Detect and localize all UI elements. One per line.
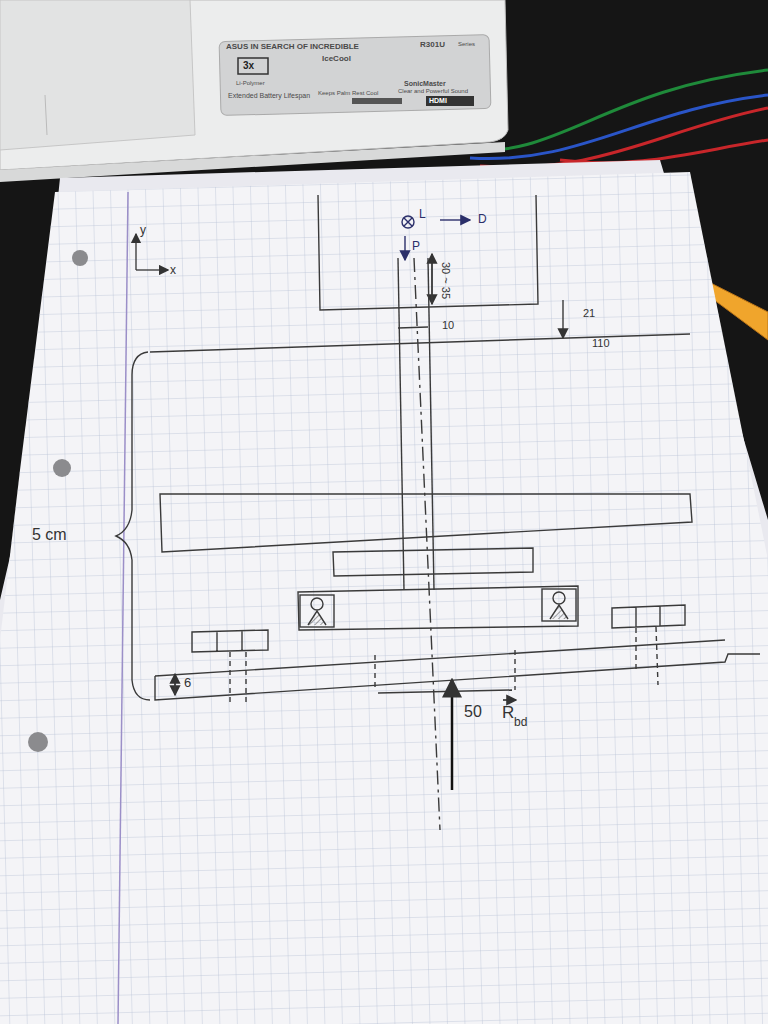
model-text: R301U [420, 41, 445, 49]
sticker-text: Clear and Powerful Sound [398, 88, 468, 94]
sticker-text: Keeps Palm Rest Cool [318, 90, 378, 96]
vector-subscript: bd [514, 716, 527, 728]
axis-label: y [140, 224, 146, 236]
sticker-text: Extended Battery Lifespan [228, 92, 310, 99]
dimension: 10 [442, 320, 454, 331]
dimension: 6 [184, 676, 191, 689]
direction-label: D [478, 213, 487, 225]
sticker-text: IceCool [322, 55, 351, 63]
sticker-text: 3x [243, 61, 254, 71]
model-text: Series [458, 41, 475, 47]
dimension: 5 cm [32, 527, 67, 543]
sticker-text: SonicMaster [404, 80, 446, 87]
load-label: L [419, 208, 426, 220]
axis-label: x [170, 264, 176, 276]
dimension: 21 [583, 308, 595, 319]
vector-label: R [502, 704, 514, 721]
sticker-text: Li-Polymer [236, 80, 265, 86]
dimension: 30 ~ 35 [440, 262, 451, 299]
graph-paper [0, 160, 768, 1024]
axes [136, 234, 168, 270]
mechanism-sketch [116, 195, 760, 830]
laptop [0, 0, 508, 182]
force-value: 50 [464, 704, 482, 720]
dimension: 110 [592, 338, 610, 349]
force-label: P [412, 240, 420, 252]
logo-text: HDMI [429, 97, 447, 104]
brand-text: ASUS IN SEARCH OF INCREDIBLE [226, 43, 359, 51]
